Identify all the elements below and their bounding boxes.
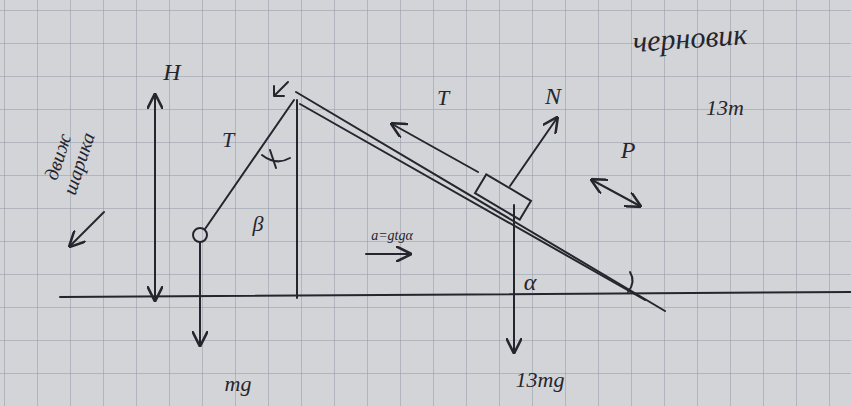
ground-line xyxy=(60,292,851,297)
tension-arrow xyxy=(392,124,478,172)
string xyxy=(205,100,294,229)
acceleration-arrow xyxy=(366,253,410,255)
pulley-mark xyxy=(274,82,288,96)
force-arrow xyxy=(513,205,515,352)
force-arrow xyxy=(592,180,640,206)
force-label: mg xyxy=(225,373,252,395)
tension-label: T xyxy=(222,129,234,151)
incline xyxy=(300,104,645,300)
height-arrow xyxy=(154,95,156,300)
height-label: H xyxy=(163,60,180,84)
incline xyxy=(296,92,665,311)
support-post xyxy=(296,100,298,298)
angle-label: α xyxy=(524,270,537,294)
acceleration-label: a=gtgα xyxy=(371,229,413,243)
angle-label: β xyxy=(253,213,264,235)
motion-note: движ шарика xyxy=(36,120,99,200)
mass-label: 13m xyxy=(706,97,744,119)
motion-arrow xyxy=(70,212,104,246)
force-label: P xyxy=(621,138,636,162)
angle-tick xyxy=(270,150,276,168)
block xyxy=(475,174,531,219)
angle-arc xyxy=(262,155,290,161)
normal-arrow xyxy=(510,118,557,186)
force-label: 13mg xyxy=(516,369,565,391)
tension-label: T xyxy=(437,87,449,109)
angle-arc xyxy=(628,272,633,292)
ball xyxy=(193,228,207,242)
normal-label: N xyxy=(545,84,561,108)
draft-note: черновик xyxy=(632,19,748,57)
force-arrow xyxy=(199,242,201,345)
